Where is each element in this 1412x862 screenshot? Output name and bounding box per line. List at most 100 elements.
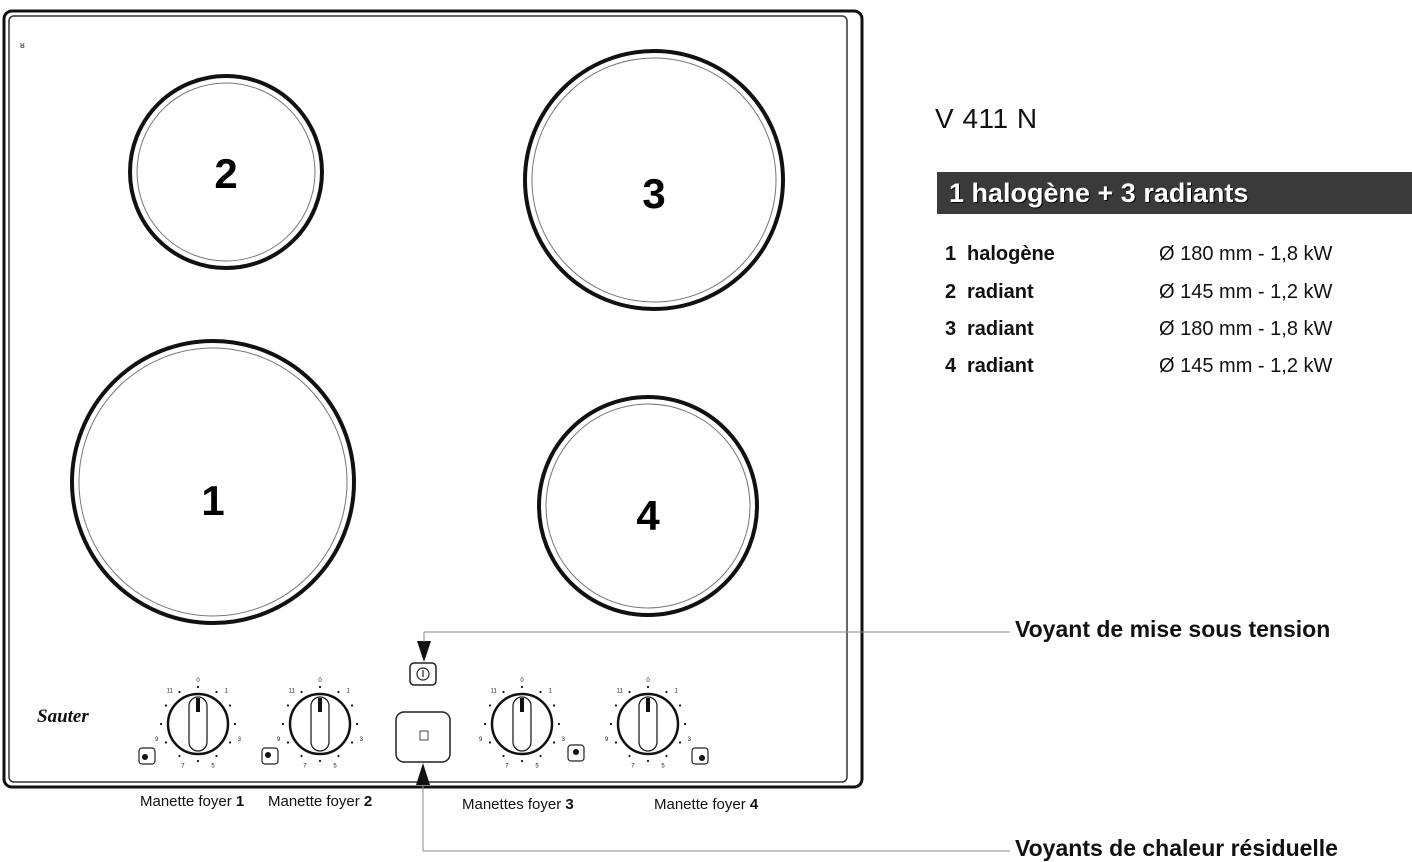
dial-tick: [646, 759, 650, 763]
residual-heat-label: Voyants de chaleur résiduelle: [1015, 835, 1338, 861]
dial-tick: [350, 704, 354, 707]
dial-scale-label: 7: [505, 763, 509, 769]
dial-scale-label: 0: [646, 678, 650, 684]
dial-tick: [552, 741, 556, 744]
dial-scale-label: 11: [491, 688, 498, 694]
dial-scale-label: 9: [605, 737, 609, 743]
dial-scale-label: 1: [675, 688, 679, 694]
zone-number: 2: [214, 150, 237, 197]
dial-tick: [665, 754, 668, 758]
control-label-2: Manette foyer 2: [268, 793, 373, 810]
dial-tick: [552, 704, 556, 707]
dial-tick: [215, 690, 218, 694]
dial-tick: [228, 741, 232, 744]
dial-tick: [646, 685, 650, 689]
control-label-3: Manettes foyer 3: [462, 796, 574, 813]
cooking-zone-1: 1: [70, 339, 356, 625]
dial-scale-label: 9: [155, 737, 159, 743]
power-indicator-light: [409, 662, 437, 686]
dial-tick: [502, 754, 505, 758]
knob-pointer: [520, 698, 524, 712]
zone-number: 1: [201, 477, 224, 524]
dial-scale-label: 3: [238, 737, 242, 743]
dial-tick: [337, 754, 340, 758]
dial-scale-label: 3: [688, 737, 692, 743]
knob-indicator-4: [691, 747, 709, 765]
dial-tick: [628, 690, 631, 694]
control-label-1: Manette foyer 1: [140, 793, 245, 810]
knob-indicator-3: [567, 744, 585, 762]
arrow-down-icon: [417, 641, 431, 662]
dial-scale-label: 0: [318, 678, 322, 684]
cooking-zone-3: 3: [523, 49, 785, 311]
arrow-up-icon: [416, 763, 430, 785]
control-label-4: Manette foyer 4: [654, 796, 759, 813]
dial-tick: [228, 704, 232, 707]
dial-tick: [164, 704, 168, 707]
dial-scale-label: 5: [661, 763, 665, 769]
dial-tick: [300, 754, 303, 758]
dial-scale-label: 7: [631, 763, 635, 769]
dial-tick: [483, 722, 487, 726]
corner-mark-icon: ʁ: [20, 40, 25, 50]
dial-tick: [281, 722, 285, 726]
dial-tick: [286, 704, 290, 707]
dial-tick: [614, 704, 618, 707]
cooking-zone-4: 4: [537, 395, 759, 617]
dial-scale-label: 5: [333, 763, 337, 769]
dial-scale-label: 1: [347, 688, 351, 694]
dial-tick: [665, 690, 668, 694]
dial-scale-label: 9: [277, 737, 281, 743]
dial-scale-label: 7: [181, 763, 185, 769]
dial-scale-label: 5: [535, 763, 539, 769]
model-title: V 411 N: [935, 103, 1038, 134]
dial-tick: [318, 759, 322, 763]
dial-tick: [215, 754, 218, 758]
dial-scale-label: 5: [211, 763, 215, 769]
cooking-zone-2: 2: [128, 74, 324, 270]
dial-tick: [520, 759, 524, 763]
dial-tick: [539, 754, 542, 758]
dial-tick: [196, 685, 200, 689]
dial-scale-label: 11: [289, 688, 296, 694]
dial-tick: [286, 741, 290, 744]
dial-tick: [609, 722, 613, 726]
dial-tick: [557, 722, 561, 726]
dial-scale-label: 11: [617, 688, 624, 694]
dial-scale-label: 11: [167, 688, 174, 694]
dial-tick: [628, 754, 631, 758]
zone-number: 4: [636, 492, 660, 539]
dial-scale-label: 3: [360, 737, 364, 743]
power-indicator-label: Voyant de mise sous tension: [1015, 616, 1331, 642]
residual-heat-indicator: [395, 711, 451, 763]
dial-scale-label: 3: [562, 737, 566, 743]
brand-logo: Sauter: [37, 706, 89, 727]
dial-tick: [488, 741, 492, 744]
knob-pointer: [646, 698, 650, 712]
dial-tick: [337, 690, 340, 694]
dial-scale-label: 1: [225, 688, 229, 694]
configuration-banner: 1 halogène + 3 radiants: [937, 172, 1412, 214]
knob-indicator-1: [138, 747, 156, 765]
dial-scale-label: 0: [520, 678, 524, 684]
dial-scale-label: 1: [549, 688, 553, 694]
knob-indicator-2: [261, 747, 279, 765]
dial-tick: [178, 754, 181, 758]
dial-tick: [520, 685, 524, 689]
dial-tick: [178, 690, 181, 694]
dial-tick: [355, 722, 359, 726]
dial-tick: [614, 741, 618, 744]
dial-tick: [502, 690, 505, 694]
dial-tick: [164, 741, 168, 744]
control-knob-4[interactable]: 0 1 3 5 7 9 11: [605, 678, 692, 769]
dial-tick: [318, 685, 322, 689]
dial-tick: [488, 704, 492, 707]
